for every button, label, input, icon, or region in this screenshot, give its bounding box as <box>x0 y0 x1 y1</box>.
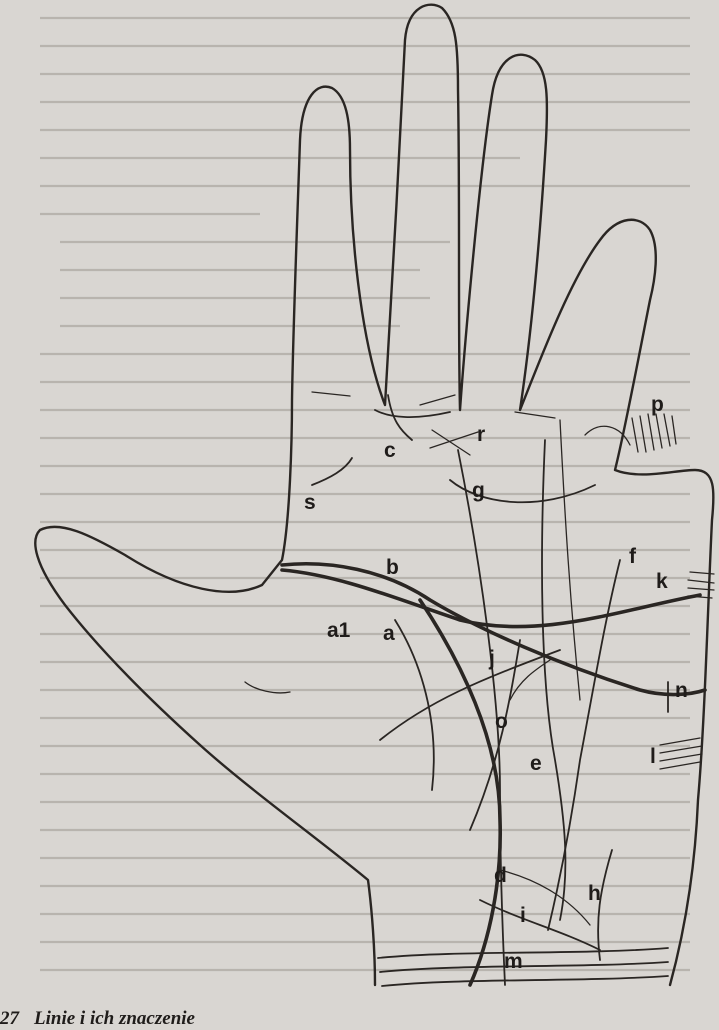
line-j <box>380 650 560 740</box>
label-g: g <box>472 479 485 502</box>
label-n: n <box>675 679 688 702</box>
label-r: r <box>477 423 485 446</box>
label-c: c <box>384 439 396 462</box>
label-h: h <box>588 882 601 905</box>
label-f: f <box>629 545 637 568</box>
caption-number: 27 <box>0 1008 34 1030</box>
line-s <box>312 458 352 485</box>
line-i <box>480 900 600 950</box>
hand-outline <box>35 5 713 985</box>
p-hatching <box>632 414 676 452</box>
label-e: e <box>530 752 542 775</box>
line-m-bracelet <box>380 962 668 972</box>
crease-line <box>312 392 350 396</box>
label-j: j <box>488 647 495 670</box>
label-l: l <box>650 745 656 768</box>
line-a1 <box>395 620 434 790</box>
line-m-bracelet <box>382 976 668 986</box>
palm-diagram: r p c s g f b k a1 a j n o l e d h i m <box>0 0 719 1008</box>
label-a: a <box>383 622 395 645</box>
crease-line <box>420 395 455 405</box>
line-e <box>542 440 565 920</box>
secondary-vertical-line <box>560 420 580 700</box>
line-r-hatch <box>430 432 478 448</box>
l-hatching <box>660 738 702 769</box>
label-s: s <box>304 491 316 514</box>
label-i: i <box>520 904 526 927</box>
label-p: p <box>651 393 664 416</box>
line-c-junction <box>375 410 450 417</box>
line-i-secondary <box>500 870 590 925</box>
label-b: b <box>386 556 399 579</box>
crease-line <box>245 682 290 693</box>
line-r-hatch <box>432 430 470 455</box>
label-a1: a1 <box>327 619 351 642</box>
crease-line <box>515 412 555 418</box>
label-m: m <box>504 950 523 973</box>
label-o: o <box>495 710 508 733</box>
label-k: k <box>656 570 668 593</box>
label-d: d <box>494 864 507 887</box>
line-h <box>598 850 612 960</box>
line-m-bracelet <box>378 948 668 958</box>
caption-text: Linie i ich znaczenie <box>34 1008 195 1029</box>
